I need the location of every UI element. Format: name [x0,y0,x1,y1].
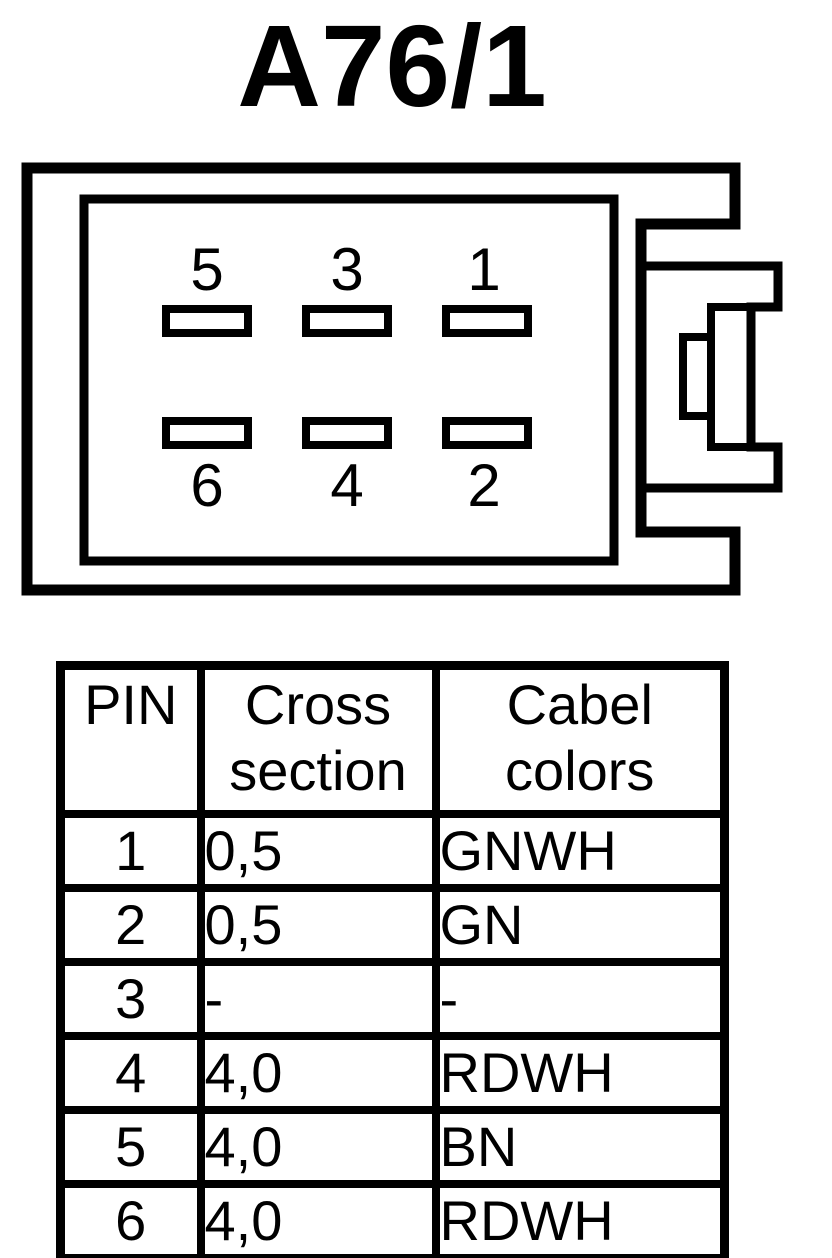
pin-slot-6 [162,417,252,449]
cable-color-cell: GNWH [431,809,729,893]
cross-section-cell: 0,5 [196,809,440,893]
pin-cell: 4 [56,1032,205,1115]
pin-cell: 3 [56,958,205,1041]
table-row: 3 - - [56,958,729,1041]
header-pin: PIN [56,661,205,818]
cable-color-cell: GN [431,884,729,967]
pin-slot-1 [442,305,532,337]
page-title: A76/1 [237,1,547,131]
pin-label-6: 6 [190,452,223,519]
table-row: 6 4,0 RDWH [56,1180,729,1258]
connector-inner-frame [79,194,619,566]
cross-section-cell: 4,0 [196,1180,440,1258]
pin-slot-4 [302,417,392,449]
connector-diagram: 5 3 1 6 4 2 [21,162,783,596]
cable-color-cell: - [431,958,729,1041]
table-row: 4 4,0 RDWH [56,1032,729,1115]
pin-slot-3 [302,305,392,337]
pin-table-header-row: PIN Cross section Cabel colors [56,661,729,818]
table-row: 5 4,0 BN [56,1106,729,1189]
pin-table: PIN Cross section Cabel colors 1 0,5 GNW… [56,661,729,1258]
pin-cell: 1 [56,809,205,893]
cable-color-cell: RDWH [431,1032,729,1115]
pin-cell: 6 [56,1180,205,1258]
cross-section-cell: - [196,958,440,1041]
connector-key-tab-inner-rect [707,303,755,451]
pin-label-4: 4 [330,452,363,519]
cross-section-cell: 0,5 [196,884,440,967]
pin-label-2: 2 [467,452,500,519]
connector-key-tab-small-rect [679,333,715,420]
header-cross-section: Cross section [196,661,440,818]
pin-slot-2 [442,417,532,449]
pin-label-3: 3 [330,236,363,303]
pin-slot-5 [162,305,252,337]
pin-label-5: 5 [190,236,223,303]
header-cable-colors: Cabel colors [431,661,729,818]
pin-cell: 5 [56,1106,205,1189]
cross-section-cell: 4,0 [196,1032,440,1115]
pin-cell: 2 [56,884,205,967]
table-row: 2 0,5 GN [56,884,729,967]
cable-color-cell: BN [431,1106,729,1189]
table-row: 1 0,5 GNWH [56,809,729,893]
cable-color-cell: RDWH [431,1180,729,1258]
cross-section-cell: 4,0 [196,1106,440,1189]
pin-label-1: 1 [467,236,500,303]
connector-body-outline [21,162,741,596]
